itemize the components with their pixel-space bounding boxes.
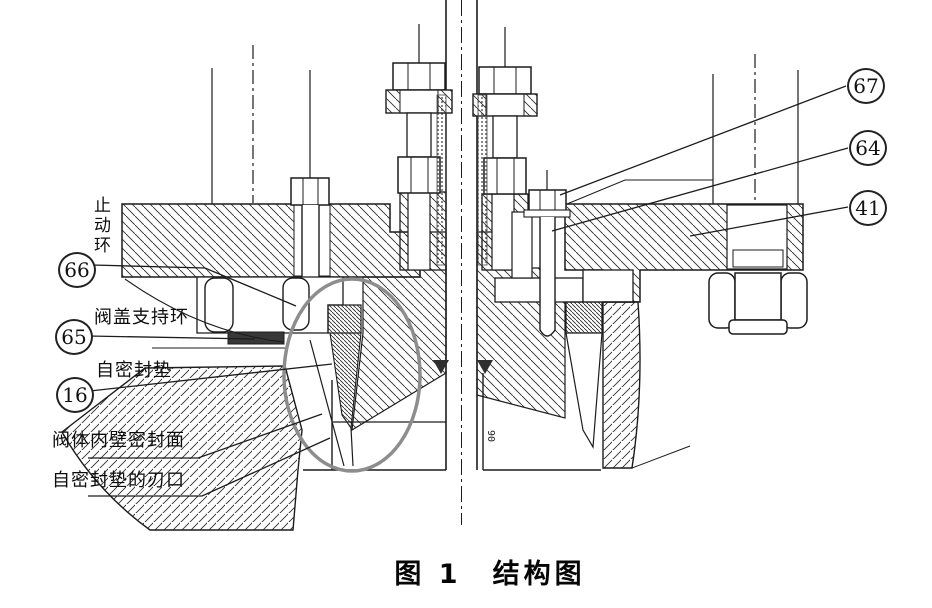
bonnet-support-ring (124, 276, 344, 349)
valve-body-left (61, 365, 303, 531)
part-label-stop-ring: 止动环 (90, 196, 110, 256)
callout-41: 41 (849, 190, 887, 226)
annotation-body-seal-face: 阀体内壁密封面 (52, 430, 185, 451)
left-flange (121, 203, 421, 278)
stud-bolt-64 (511, 189, 571, 337)
leader-lines (87, 85, 849, 497)
upper-stud-lines (211, 24, 799, 204)
stem-packing (436, 94, 488, 266)
self-seal-gasket (309, 304, 362, 467)
valve-stem (445, 0, 478, 525)
valve-body-right (602, 301, 691, 469)
figure-caption: 图 1 结构图 (394, 559, 586, 590)
part-label-self-seal-gasket: 自密封垫 (96, 360, 172, 381)
part-label-bonnet-support-ring: 阀盖支持环 (94, 307, 189, 328)
callout-67: 67 (847, 68, 885, 104)
support-ring-right (494, 269, 634, 303)
annotation-gasket-knife-edge: 自密封垫的刃口 (52, 470, 185, 491)
callout-65: 65 (55, 319, 93, 355)
callout-66: 66 (58, 252, 96, 288)
bore-and-seat (303, 360, 601, 471)
highlight-circle (282, 277, 422, 473)
right-flange-nut (708, 272, 808, 335)
self-seal-gasket-right (565, 301, 603, 449)
callout-16: 16 (56, 377, 94, 413)
callout-64: 64 (849, 130, 887, 166)
bore-dimension: 90 (485, 430, 496, 443)
